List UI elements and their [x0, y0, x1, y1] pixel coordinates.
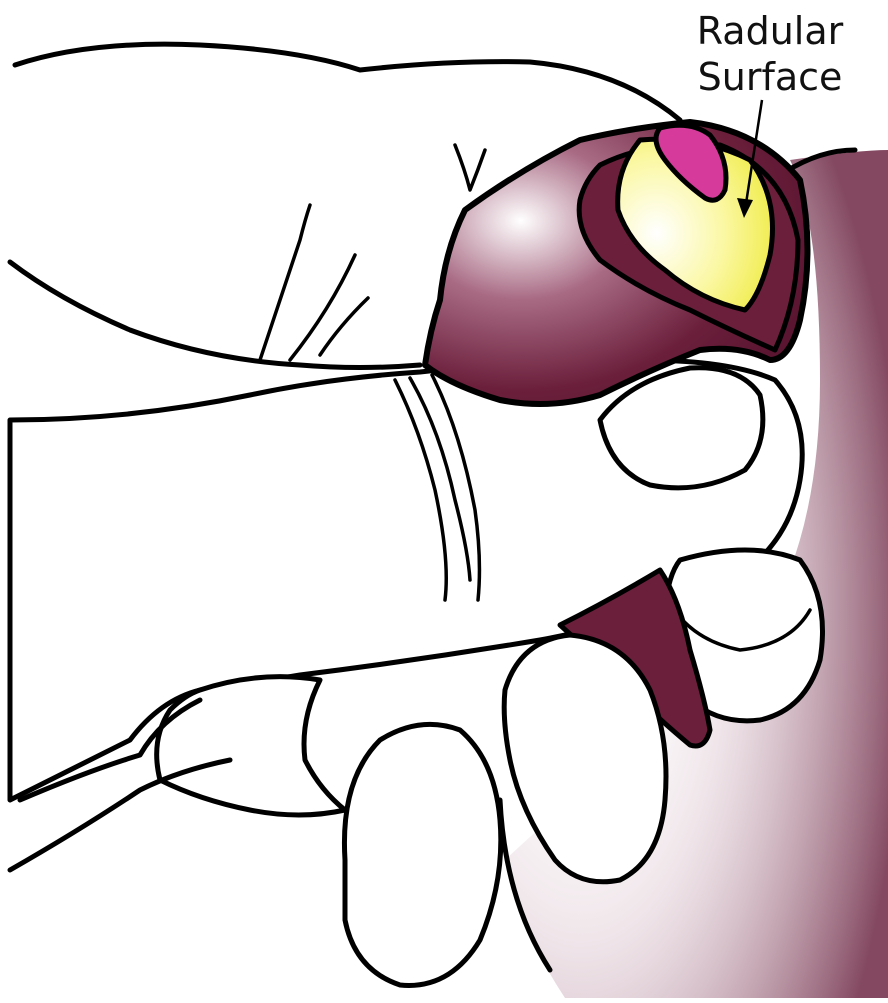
annotation-label-surface: Surface [660, 56, 880, 98]
hand-side-outline [10, 262, 420, 368]
little-finger [157, 677, 345, 815]
knuckle-crease-1 [260, 205, 310, 360]
knuckle-crease-4 [455, 145, 485, 190]
ring-finger [344, 724, 500, 985]
hand-top-outline [15, 44, 680, 120]
knuckle-crease-2 [290, 255, 355, 360]
annotation-label-radular: Radular [660, 10, 880, 52]
